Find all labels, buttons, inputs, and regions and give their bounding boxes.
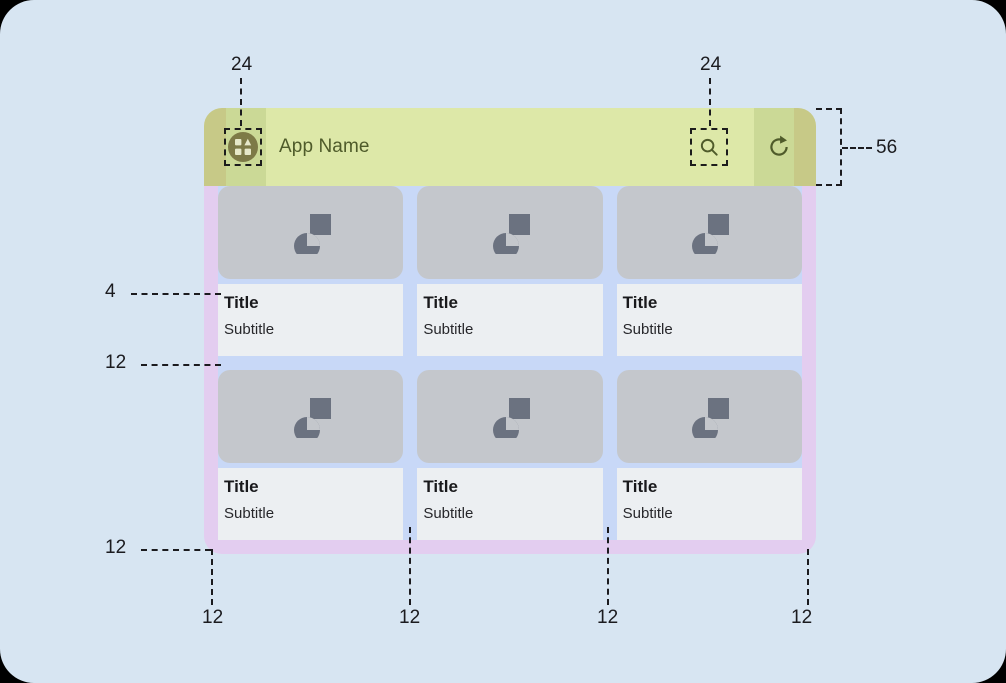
bracket-appbar-height	[816, 108, 842, 186]
image-placeholder-icon	[218, 186, 404, 279]
content-area: Title Subtitle	[204, 186, 816, 554]
image-placeholder-icon	[616, 370, 802, 463]
leader-line-icon-right-padding	[709, 78, 711, 126]
app-bar-left-padding-overlay	[204, 108, 226, 186]
card-grid: Title Subtitle	[218, 186, 802, 540]
card-title: Title	[423, 477, 458, 496]
annotation-row-gap: 12	[105, 352, 127, 373]
column-gutter	[603, 186, 617, 356]
card[interactable]: Title Subtitle	[417, 186, 603, 356]
card-subtitle: Subtitle	[423, 321, 474, 338]
app-grid-icon	[228, 132, 258, 162]
card-title: Title	[622, 293, 658, 312]
card-text: Title Subtitle	[616, 468, 802, 540]
app-bar-right-corner-wash	[754, 108, 794, 186]
card-text: Title Subtitle	[616, 284, 802, 356]
search-icon[interactable]	[690, 128, 728, 166]
column-gutter	[403, 186, 417, 356]
card-text: Title Subtitle	[218, 468, 404, 540]
card-subtitle: Subtitle	[423, 505, 474, 522]
row-gutter	[218, 356, 802, 370]
annotation-left-padding: 12	[202, 607, 224, 628]
image-placeholder-icon	[417, 186, 603, 279]
annotation-column-gutter-2: 12	[597, 607, 619, 628]
leader-line-right-padding	[807, 549, 809, 605]
card[interactable]: Title Subtitle	[417, 370, 603, 540]
annotation-icon-left-padding: 24	[231, 54, 253, 75]
column-gutter	[603, 370, 617, 540]
card-subtitle: Subtitle	[622, 321, 673, 338]
annotation-media-title-gap: 4	[105, 281, 116, 302]
app-mockup: App Name	[204, 108, 816, 554]
card-subtitle: Subtitle	[622, 505, 673, 522]
leader-line-media-title-gap	[131, 293, 221, 295]
card-title: Title	[224, 477, 259, 496]
image-placeholder-icon	[616, 186, 802, 279]
annotation-icon-right-padding: 24	[700, 54, 722, 75]
app-bar-title: App Name	[279, 136, 370, 157]
app-icon-measure-box[interactable]	[224, 128, 262, 166]
leader-line-row-gap	[141, 364, 221, 366]
leader-line-column-gutter-1	[409, 527, 411, 605]
app-bar-right-padding-overlay	[794, 108, 816, 186]
leader-line-icon-left-padding	[240, 78, 242, 126]
leader-line-appbar-height	[842, 147, 872, 149]
leader-line-bottom-padding	[141, 549, 211, 551]
leader-line-column-gutter-2	[607, 527, 609, 605]
app-bar: App Name	[204, 108, 816, 186]
column-gutter	[403, 370, 417, 540]
card[interactable]: Title Subtitle	[616, 186, 802, 356]
refresh-icon[interactable]	[764, 132, 794, 162]
card-title: Title	[423, 293, 458, 312]
annotation-appbar-height: 56	[876, 137, 898, 158]
card[interactable]: Title Subtitle	[218, 370, 404, 540]
annotation-column-gutter-1: 12	[399, 607, 421, 628]
annotation-bottom-padding: 12	[105, 537, 127, 558]
card-subtitle: Subtitle	[224, 321, 275, 338]
annotation-right-padding: 12	[791, 607, 813, 628]
card[interactable]: Title Subtitle	[218, 186, 404, 356]
card-title: Title	[622, 477, 658, 496]
card-row: Title Subtitle	[218, 370, 802, 540]
leader-line-left-padding	[211, 549, 213, 605]
card[interactable]: Title Subtitle	[616, 370, 802, 540]
card-text: Title Subtitle	[218, 284, 404, 356]
image-placeholder-icon	[417, 370, 603, 463]
card-row: Title Subtitle	[218, 186, 802, 356]
card-text: Title Subtitle	[417, 284, 603, 356]
card-subtitle: Subtitle	[224, 505, 275, 522]
card-title: Title	[224, 293, 259, 312]
image-placeholder-icon	[218, 370, 404, 463]
card-text: Title Subtitle	[417, 468, 603, 540]
